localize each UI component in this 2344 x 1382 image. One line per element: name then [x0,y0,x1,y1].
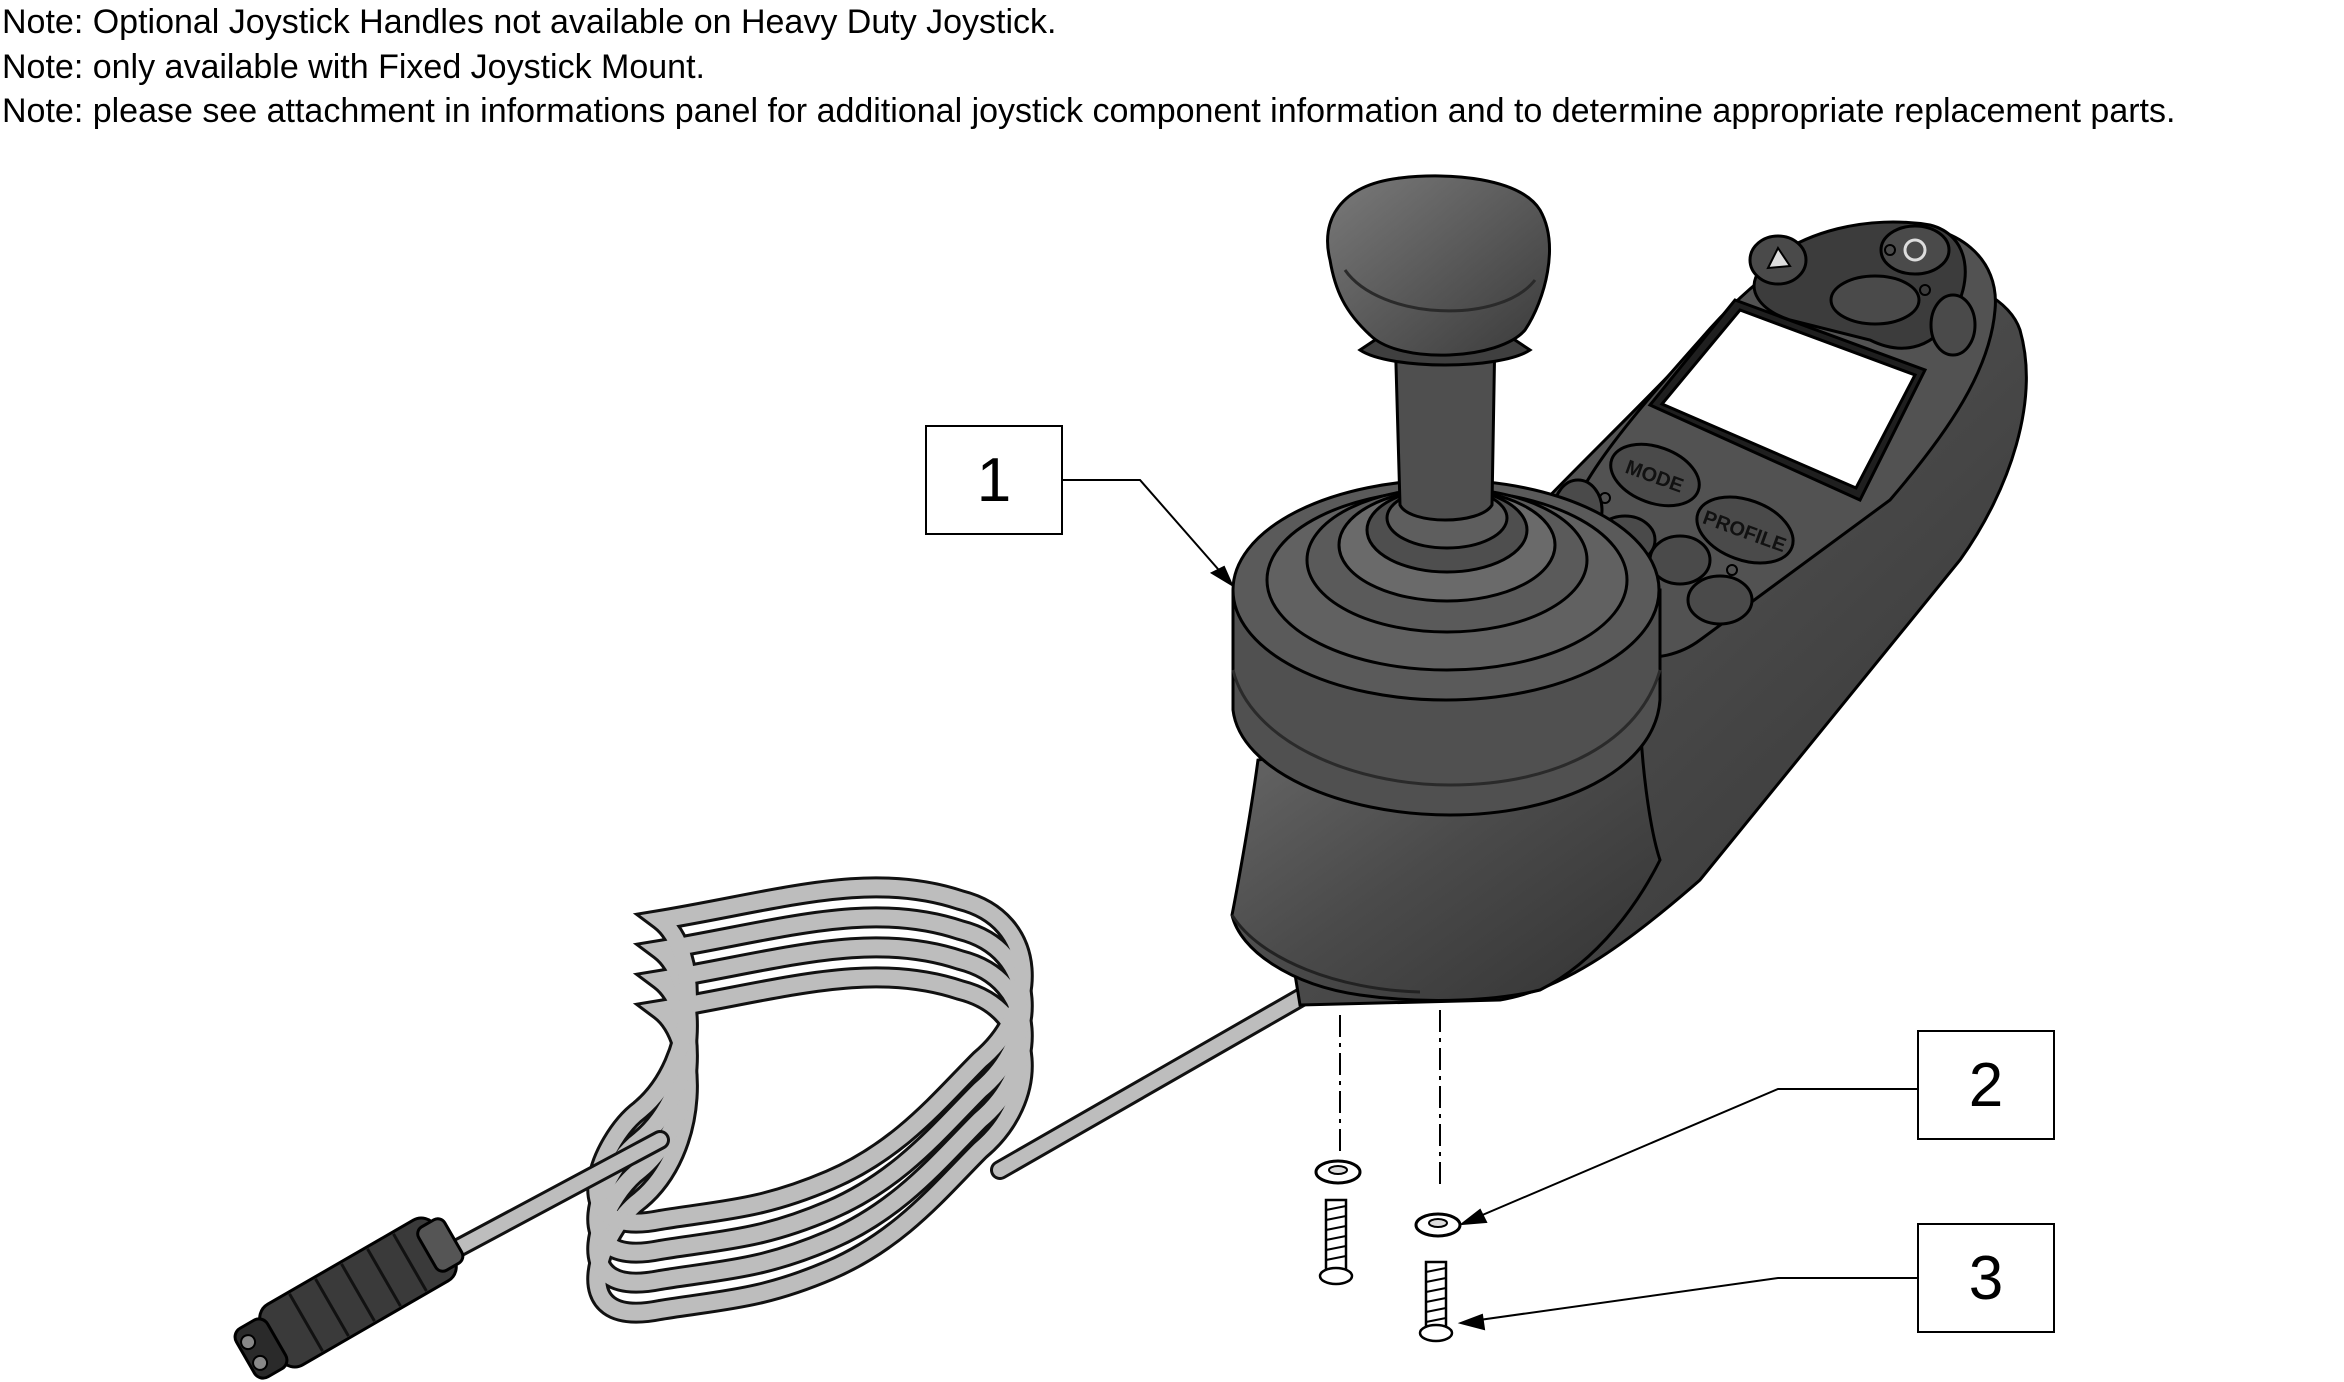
callout-1: 1 [925,425,1063,535]
mode-button [1609,442,1701,508]
profile-button [1695,495,1795,565]
note-line-2: Note: only available with Fixed Joystick… [2,47,705,86]
hazard-button [1929,293,1977,357]
cable-to-connector [435,1130,670,1265]
callout-2: 2 [1917,1030,2055,1140]
screw-left [1318,1198,1354,1286]
joystick-handle [1326,174,1551,522]
cable-to-joystick [990,965,1350,1180]
leader-line-1 [1062,479,1233,586]
cable-connector [233,1216,465,1380]
joystick-module [1230,478,1662,1002]
note-line-1: Note: Optional Joystick Handles not avai… [2,3,1057,41]
power-button [1879,224,1951,276]
leader-lines [1062,479,1917,1331]
notes-block: Note: Optional Joystick Handles not avai… [2,0,2175,134]
speed-up-button [1686,574,1754,626]
lights-button [1829,274,1921,326]
leader-line-3 [1464,1277,1917,1323]
leader-line-2 [1465,1088,1917,1223]
callout-3: 3 [1917,1223,2055,1333]
note-line-3: Note: please see attachment in informati… [2,92,2176,130]
cable-coil [586,876,1034,1324]
mounting-hardware [1314,1010,1462,1343]
display-screen [1659,308,1918,490]
screw-right [1418,1260,1454,1343]
